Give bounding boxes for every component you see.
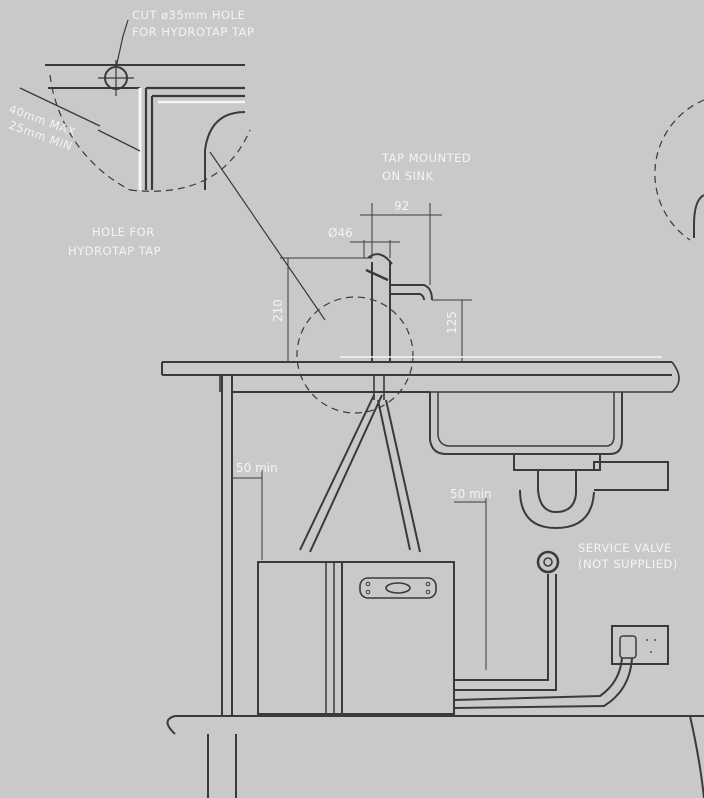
power-socket bbox=[453, 625, 669, 709]
right-clearance-label: 50 min bbox=[450, 487, 492, 501]
countertop bbox=[161, 356, 680, 393]
right-clearance-dimension bbox=[454, 494, 487, 670]
tap bbox=[365, 253, 433, 362]
hole-caption-line1: HOLE FOR bbox=[92, 225, 155, 239]
cut-hole-label-line1: CUT ø35mm HOLE bbox=[132, 8, 245, 22]
cabinet bbox=[221, 375, 430, 716]
service-valve bbox=[536, 550, 560, 574]
tap-mounted-label-line2: ON SINK bbox=[382, 169, 434, 183]
drain-trap bbox=[513, 454, 669, 530]
sink-bowl bbox=[429, 392, 623, 455]
hydrotap-unit bbox=[257, 561, 455, 715]
spout-height-dimension: 125 bbox=[445, 311, 459, 334]
partial-detail-edge bbox=[693, 194, 704, 238]
tap-dimensions bbox=[280, 203, 472, 362]
supply-hoses bbox=[299, 375, 421, 553]
tap-height-dimension: 210 bbox=[271, 299, 285, 322]
spout-reach-dimension: 92 bbox=[394, 199, 409, 213]
floor-plinth bbox=[166, 715, 704, 798]
tap-diameter-dimension: Ø46 bbox=[328, 226, 353, 240]
hole-detail-callout bbox=[19, 19, 326, 321]
service-valve-label-line2: (NOT SUPPLIED) bbox=[578, 557, 678, 571]
service-valve-label-line1: SERVICE VALVE bbox=[578, 541, 672, 555]
tap-mounted-label-line1: TAP MOUNTED bbox=[381, 151, 471, 165]
partial-detail-circle bbox=[654, 99, 704, 241]
detail-reference-circle bbox=[296, 296, 414, 414]
left-clearance-label: 50 min bbox=[236, 461, 278, 475]
hole-caption-line2: HYDROTAP TAP bbox=[68, 244, 161, 258]
water-supply-pipe bbox=[454, 574, 557, 691]
cut-hole-label-line2: FOR HYDROTAP TAP bbox=[132, 25, 254, 39]
